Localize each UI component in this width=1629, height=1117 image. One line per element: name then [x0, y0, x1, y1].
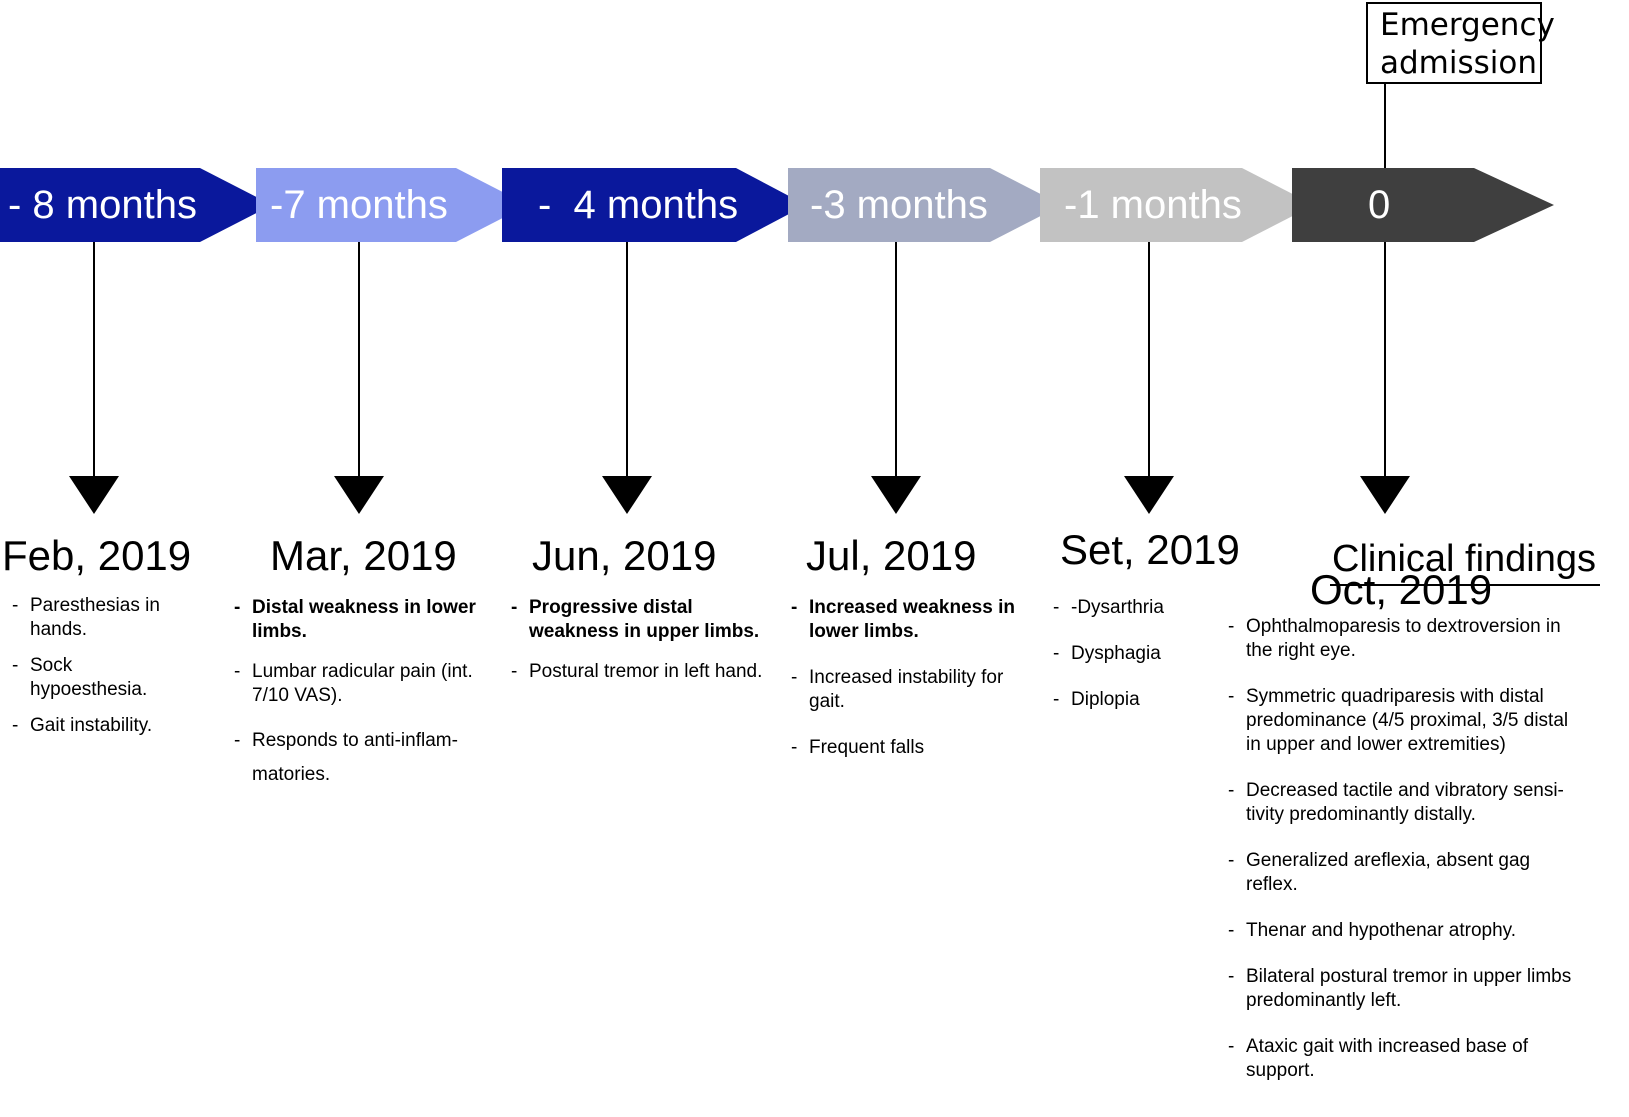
finding-item: Paresthesias in hands. — [12, 594, 182, 642]
down-arrowhead-1 — [69, 476, 119, 514]
down-arrowhead-3 — [602, 476, 652, 514]
connector-line-3 — [626, 242, 628, 480]
connector-line-6 — [1384, 242, 1386, 480]
finding-item: Thenar and hypothenar atrophy. — [1228, 919, 1573, 943]
clinical-findings-title: Clinical findings — [1332, 538, 1597, 580]
arrow-label-1: - 8 months — [8, 183, 197, 227]
finding-item: Symmetric quadriparesis with distal pred… — [1228, 685, 1573, 757]
arrow-shape-1 — [0, 168, 272, 242]
arrow-label-6: 0 — [1368, 183, 1391, 227]
timeline-arrow-1: - 8 months — [0, 168, 272, 242]
emergency-connector-line — [1384, 84, 1386, 168]
findings-list-5: -Dysarthria Dysphagia Diplopia — [1053, 596, 1253, 712]
date-label-6: Oct, 2019 — [1310, 566, 1493, 613]
finding-item: Distal weakness in lower limbs. — [234, 596, 494, 644]
emergency-admission-box: Emergency admission — [1366, 2, 1555, 84]
finding-item: Responds to anti-inflam-matories. — [234, 724, 494, 792]
date-label-3: Jun, 2019 — [532, 532, 717, 579]
date-label-2: Mar, 2019 — [270, 532, 457, 579]
connector-line-1 — [93, 242, 95, 480]
date-label-4: Jul, 2019 — [806, 532, 977, 579]
arrow-shape-5 — [1040, 168, 1314, 242]
arrow-label-2: -7 months — [270, 183, 448, 227]
timeline-arrow-4: -3 months — [788, 168, 1062, 242]
finding-item: Increased weakness in lower limbs. — [791, 596, 1021, 644]
date-label-5: Set, 2019 — [1060, 526, 1240, 573]
finding-item: Postural tremor in left hand. — [511, 660, 781, 684]
timeline-arrow-5: -1 months — [1040, 168, 1314, 242]
findings-list-3: Progressive distal weakness in upper lim… — [511, 596, 781, 684]
finding-item: Ophthalmoparesis to dextroversion in the… — [1228, 615, 1573, 663]
finding-item: Bilateral postural tremor in upper limbs… — [1228, 965, 1573, 1013]
connector-line-4 — [895, 242, 897, 480]
findings-list-4: Increased weakness in lower limbs. Incre… — [791, 596, 1021, 760]
arrow-shape-6 — [1292, 168, 1554, 242]
findings-list-2: Distal weakness in lower limbs. Lumbar r… — [234, 596, 494, 792]
finding-item: Progressive distal weakness in upper lim… — [511, 596, 781, 644]
finding-item: -Dysarthria — [1053, 596, 1253, 620]
finding-item: Generalized areflexia, absent gag reflex… — [1228, 849, 1573, 897]
finding-item: Decreased tactile and vibratory sensi-ti… — [1228, 779, 1573, 827]
findings-list-6: Ophthalmoparesis to dextroversion in the… — [1228, 615, 1573, 1083]
finding-item: Gait instability. — [12, 714, 182, 738]
arrow-label-3: - 4 months — [538, 183, 739, 227]
arrow-shape-2 — [256, 168, 528, 242]
timeline-arrow-3: - 4 months — [502, 168, 806, 242]
finding-item: Frequent falls — [791, 736, 1021, 760]
finding-item: Lumbar radicular pain (int. 7/10 VAS). — [234, 660, 494, 708]
clinical-findings-underline — [1330, 584, 1600, 586]
connector-line-5 — [1148, 242, 1150, 480]
timeline-arrow-6: 0 — [1292, 168, 1554, 242]
findings-list-1: Paresthesias in hands. Sock hypoesthesia… — [12, 594, 182, 738]
arrow-label-4: -3 months — [810, 183, 988, 227]
connector-line-2 — [358, 242, 360, 480]
arrow-shape-3 — [502, 168, 806, 242]
finding-item: Ataxic gait with increased base of suppo… — [1228, 1035, 1573, 1083]
date-label-1: Feb, 2019 — [2, 532, 192, 579]
finding-item: Increased instability for gait. — [791, 666, 1021, 714]
finding-item: Diplopia — [1053, 688, 1253, 712]
arrow-shape-4 — [788, 168, 1062, 242]
timeline-arrow-2: -7 months — [256, 168, 528, 242]
finding-item: Sock hypoesthesia. — [12, 654, 182, 702]
down-arrowhead-2 — [334, 476, 384, 514]
arrow-label-5: -1 months — [1064, 183, 1242, 227]
finding-item: Dysphagia — [1053, 642, 1253, 666]
down-arrowhead-6 — [1360, 476, 1410, 514]
down-arrowhead-5 — [1124, 476, 1174, 514]
down-arrowhead-4 — [871, 476, 921, 514]
